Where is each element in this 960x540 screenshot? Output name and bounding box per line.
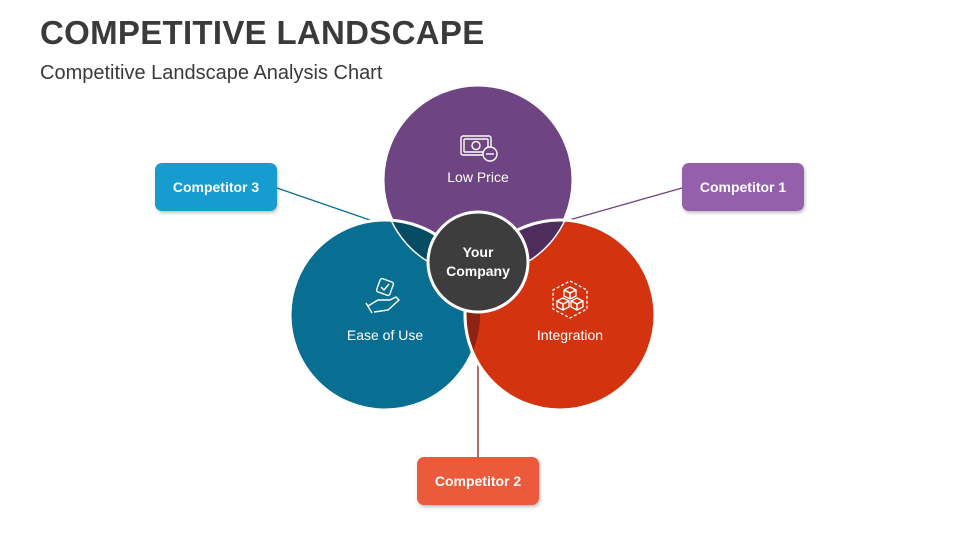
your-company-line1: Your [462, 244, 494, 260]
money-icon [460, 135, 498, 162]
competitor-3-box: Competitor 3 [155, 163, 277, 211]
page-title: COMPETITIVE LANDSCAPE [40, 14, 485, 51]
cubes-icon [552, 280, 588, 319]
competitor-2-box: Competitor 2 [417, 457, 539, 505]
overlap-ease-integration [463, 220, 480, 410]
your-company-line2: Company [446, 263, 510, 279]
ease-of-use-label: Ease of Use [346, 327, 424, 343]
your-company-label: Your Company [433, 243, 523, 281]
integration-label: Integration [536, 327, 604, 343]
low-price-label: Low Price [447, 169, 509, 185]
connector-competitor-1 [561, 187, 683, 223]
hand-checkmark-icon [365, 277, 400, 314]
center-circle [426, 210, 530, 314]
competitor-1-box: Competitor 1 [682, 163, 804, 211]
page-subtitle: Competitive Landscape Analysis Chart [40, 62, 383, 84]
